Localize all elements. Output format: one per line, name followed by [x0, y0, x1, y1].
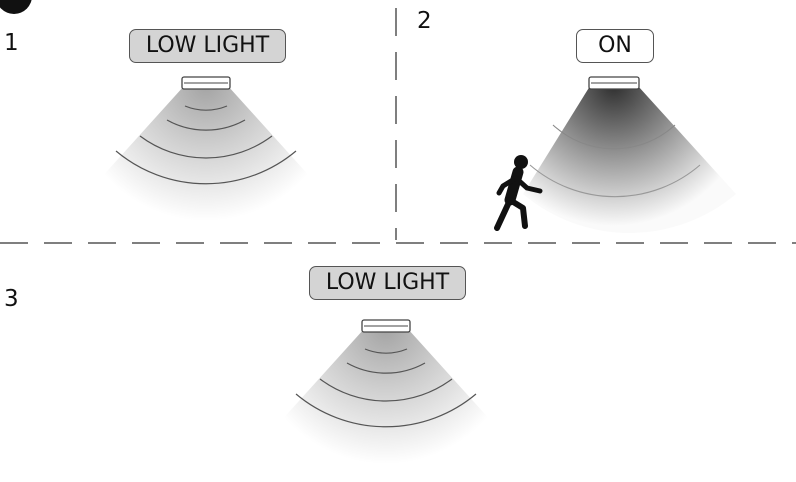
status-badge-1: LOW LIGHT	[129, 29, 286, 63]
detection-cone-2	[523, 86, 736, 233]
status-badge-2: ON	[576, 29, 654, 63]
ceiling-sensor-icon	[588, 76, 640, 90]
step-number-1: 1	[4, 30, 19, 56]
ceiling-sensor-icon	[361, 319, 411, 333]
status-badge-3: LOW LIGHT	[309, 266, 466, 300]
step-number-3: 3	[4, 286, 19, 312]
detection-cone-3	[270, 329, 502, 482]
corner-marker	[0, 0, 32, 14]
step-number-2: 2	[417, 8, 432, 34]
ceiling-sensor-icon	[181, 76, 231, 90]
detection-cone-1	[90, 86, 322, 240]
walking-person-icon	[494, 155, 543, 231]
